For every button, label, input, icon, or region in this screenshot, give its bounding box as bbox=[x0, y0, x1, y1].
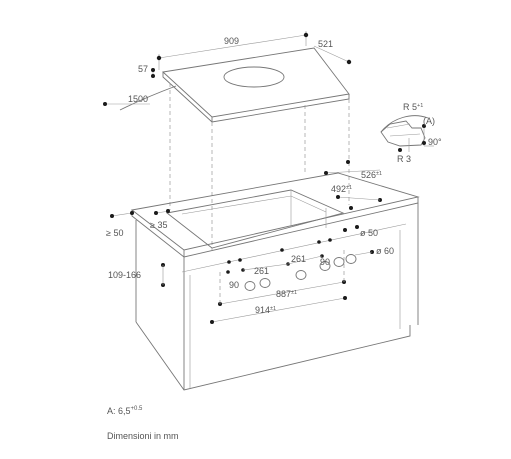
knob-6 bbox=[345, 254, 357, 264]
power-cable bbox=[119, 85, 177, 111]
footnote-a: A: 6,5+0.5 bbox=[107, 406, 143, 416]
hob-dimensions bbox=[103, 31, 352, 106]
hole-dia-2-label: ø 60 bbox=[376, 246, 394, 256]
knob-1 bbox=[244, 281, 256, 291]
projection-lines bbox=[169, 83, 350, 250]
hob-top-surface bbox=[162, 47, 350, 118]
hob-depth-label: 521 bbox=[318, 39, 333, 49]
cutout-opening bbox=[165, 189, 345, 249]
knob-3 bbox=[295, 270, 307, 280]
detail-angle-label: 90° bbox=[428, 137, 442, 147]
hole-dia-1-label: ø 50 bbox=[360, 228, 378, 238]
carcass-height-label: 109-166 bbox=[108, 270, 141, 280]
knob-offset-2-label: 90 bbox=[320, 257, 330, 267]
wall-gap-label: ≥ 50 bbox=[106, 228, 123, 238]
edge-detail bbox=[380, 115, 434, 152]
footnote-units: Dimensioni in mm bbox=[107, 431, 179, 441]
knob-spacing-1-label: 261 bbox=[254, 266, 269, 276]
cutout-inner-label: 492±1 bbox=[331, 184, 352, 194]
cabinet bbox=[130, 172, 420, 391]
hob-edge bbox=[162, 72, 350, 123]
knob-2 bbox=[259, 278, 271, 288]
cutout-depth-label: 526±1 bbox=[361, 170, 382, 180]
detail-marker-label: (A) bbox=[423, 116, 435, 126]
front-span-label: 914±1 bbox=[255, 305, 276, 315]
knob-4 bbox=[319, 261, 331, 271]
hob-width-label: 909 bbox=[224, 36, 239, 46]
cable-length-label: 1500 bbox=[128, 94, 148, 104]
cabinet-dimensions bbox=[110, 160, 382, 324]
control-knobs bbox=[244, 254, 357, 291]
induction-hob bbox=[119, 47, 350, 123]
knob-5 bbox=[333, 257, 345, 267]
knob-offset-1-label: 90 bbox=[229, 280, 239, 290]
radius-outer-label: R 5+1 bbox=[403, 102, 423, 112]
knob-span-label: 887±1 bbox=[276, 289, 297, 299]
rear-gap-label: ≥ 35 bbox=[150, 220, 167, 230]
hob-height-label: 57 bbox=[138, 64, 148, 74]
knob-spacing-2-label: 261 bbox=[291, 254, 306, 264]
radius-inner-label: R 3 bbox=[397, 154, 411, 164]
cooking-zone bbox=[223, 66, 285, 88]
